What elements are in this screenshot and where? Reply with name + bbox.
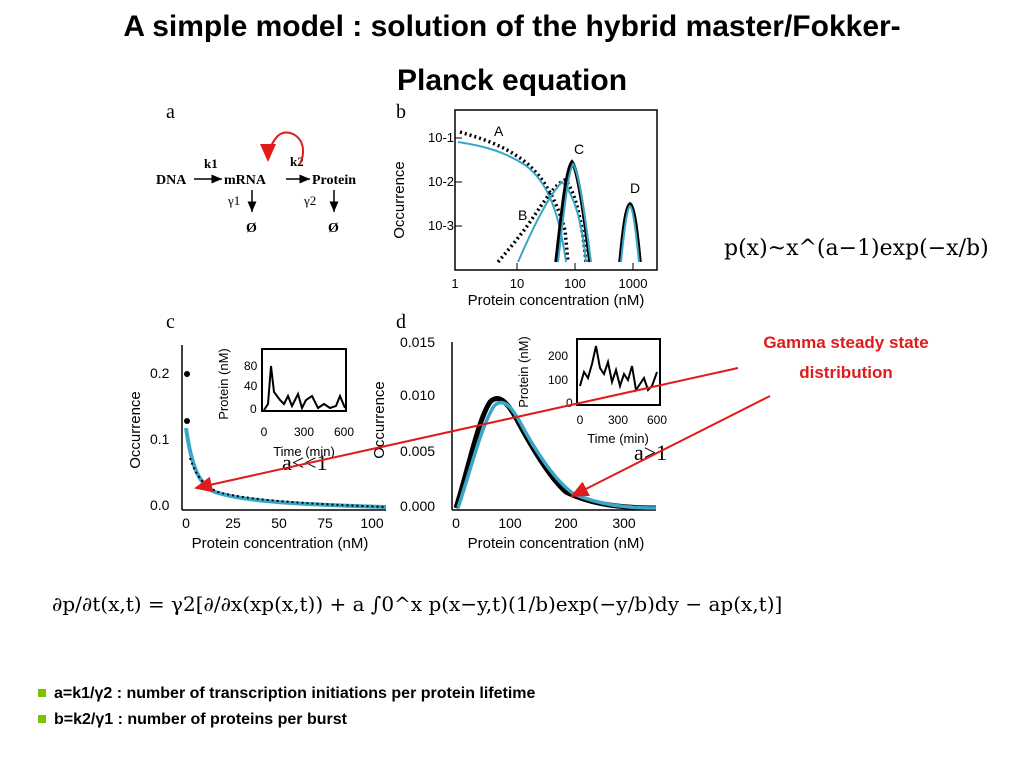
bullet-square-icon [38,689,46,697]
title-line-2: Planck equation [396,64,628,97]
curve-b-fit [517,180,587,263]
panel-b-ytick-1: 10-1 [428,130,454,145]
panel-c-data [189,457,387,508]
inset-d-xtick-3: 600 [647,413,667,427]
panel-c-xtick-5: 100 [360,515,384,531]
bullet-item: b=k2/γ1 : number of proteins per burst [38,707,535,733]
panel-c-xtick-4: 75 [317,515,333,531]
stationary-formula: p(x)~x^(a−1)exp(−x/b) [724,236,989,261]
panel-d-label: d [396,311,406,333]
rate-k1: k1 [204,156,218,171]
panel-c-xlabel: Protein concentration (nM) [192,535,369,552]
sink-1: Ø [246,221,257,236]
panel-c: c Occurrence 0.0 0.1 0.2 0 25 50 75 100 … [127,311,387,552]
bullet-square-icon [38,715,46,723]
curve-d-fit [620,204,640,263]
inset-d-ytick-2: 100 [548,373,568,387]
inset-d-xtick-1: 0 [577,413,584,427]
curve-label-a: A [494,123,504,139]
arrow-to-panel-d [570,395,771,497]
inset-d-ytick-1: 0 [566,396,573,410]
panel-d-xtick-1: 0 [452,515,460,531]
panel-c-ylabel: Occurrence [127,391,144,469]
arrow-to-panel-c [194,367,739,493]
rate-gamma2: γ2 [303,193,316,208]
panel-d-xlabel: Protein concentration (nM) [468,535,645,552]
regime-c-label: a<<1 [282,450,328,475]
feedback-loop [260,131,304,165]
inset-c-ytick-2: 40 [244,379,258,393]
panel-a-label: a [166,101,175,123]
panel-b-xtick-2: 10 [510,276,524,291]
bullet-text-b: b=k2/γ1 : number of proteins per burst [54,711,347,728]
panel-b-xlabel: Protein concentration (nM) [468,292,645,309]
inset-c-xtick-2: 300 [294,425,314,439]
panel-d-ytick-3: 0.010 [400,387,435,403]
gamma-note: Gamma steady state distribution [706,328,986,388]
curve-a-data [459,130,570,263]
panel-d-xtick-3: 200 [554,515,578,531]
panel-d-xtick-4: 300 [612,515,636,531]
title-line-1: A simple model : solution of the hybrid … [123,10,901,43]
species-dna: DNA [156,173,187,188]
bullet-item: a=k1/γ2 : number of transcription initia… [38,681,535,707]
inset-c-ytick-1: 0 [250,402,257,416]
curve-b-data [496,177,588,264]
panel-b-xtick-4: 1000 [619,276,648,291]
bullet-text-a: a=k1/γ2 : number of transcription initia… [54,685,536,702]
panel-b-ytick-3: 10-3 [428,218,454,233]
panel-b: b Occurrence 10-1 10-2 10-3 1 10 100 100… [391,101,658,309]
curve-label-d: D [630,180,640,196]
panel-c-ytick-3: 0.2 [150,365,170,381]
panel-c-xtick-3: 50 [271,515,287,531]
inset-c-xlabel: Time (min) [273,444,335,459]
panel-b-label: b [396,101,406,123]
panel-b-ytick-2: 10-2 [428,174,454,189]
curve-a-fit [457,141,567,263]
curve-d-data [618,202,642,263]
inset-d-ytick-3: 200 [548,349,568,363]
species-mrna: mRNA [224,173,267,188]
panel-d-ytick-4: 0.015 [400,334,435,350]
panel-b-ylabel: Occurrence [391,161,408,239]
panel-d-fit [456,400,657,510]
panel-c-ytick-2: 0.1 [150,431,170,447]
panel-d-xtick-2: 100 [498,515,522,531]
inset-d-xlabel: Time (min) [587,431,649,446]
panel-d: d Occurrence 0.000 0.005 0.010 0.015 0 1… [371,311,667,552]
panel-d-ylabel: Occurrence [371,381,388,459]
inset-c-xtick-3: 600 [334,425,354,439]
inset-c-ytick-3: 80 [244,359,258,373]
curve-label-b: B [518,207,527,223]
panel-d-ytick-2: 0.005 [400,443,435,459]
slide-title: A simple model : solution of the hybrid … [0,0,1024,108]
panel-b-frame [454,109,658,271]
inset-c-xtick-1: 0 [261,425,268,439]
rate-gamma1: γ1 [227,193,240,208]
sink-2: Ø [328,221,339,236]
panel-c-label: c [166,311,175,333]
panel-c-inset [261,348,347,412]
panel-c-ytick-1: 0.0 [150,497,170,513]
inset-c-ylabel: Protein (nM) [216,348,231,420]
master-equation: ∂p/∂t(x,t) = γ2[∂/∂x(xp(x,t)) + a ∫0^x p… [52,592,783,616]
panel-b-xtick-3: 100 [564,276,586,291]
panel-c-xtick-1: 0 [182,515,190,531]
inset-d-xtick-2: 300 [608,413,628,427]
curve-label-c: C [574,141,584,157]
panel-a: a DNA k1 mRNA k2 Protein γ1 Ø γ2 Ø [156,101,356,236]
gamma-note-line-2: distribution [799,363,893,382]
inset-d-ylabel: Protein (nM) [516,336,531,408]
gamma-note-line-1: Gamma steady state [763,333,929,352]
panel-d-ytick-1: 0.000 [400,498,435,514]
panel-c-xtick-2: 25 [225,515,241,531]
panel-b-xtick-1: 1 [451,276,458,291]
bullet-list: a=k1/γ2 : number of transcription initia… [38,681,535,733]
rate-k2: k2 [290,154,304,169]
species-protein: Protein [312,173,356,188]
curve-c-fit [557,162,592,263]
